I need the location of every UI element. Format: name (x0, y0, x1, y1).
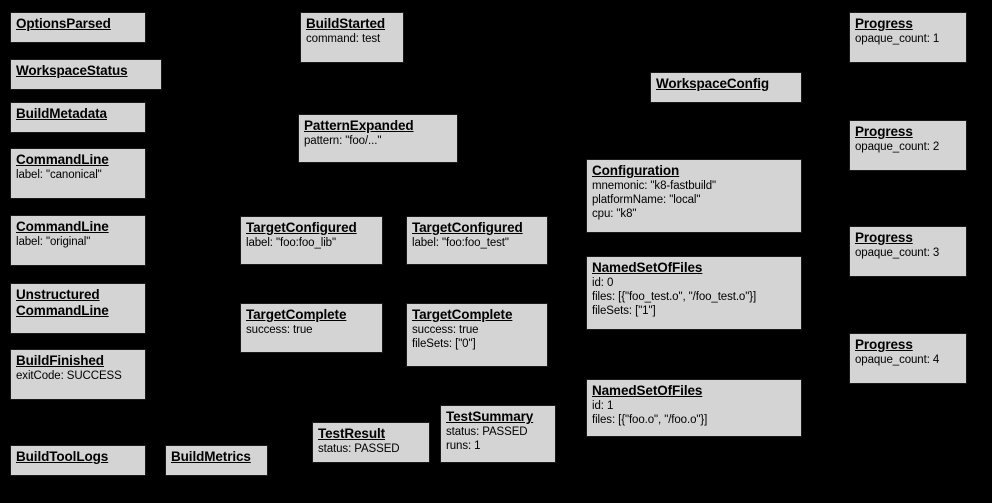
event-node-field: opaque_count: 3 (855, 247, 940, 259)
event-node-title: Progress (855, 16, 913, 31)
event-node-body: label: "foo:foo_lib" (246, 236, 377, 250)
event-node-title: Configuration (592, 163, 680, 178)
event-node-target-configured-foo-lib[interactable]: TargetConfigured label: "foo:foo_lib" (240, 216, 383, 265)
event-node-field: fileSets: ["0"] (412, 338, 476, 350)
event-node-title: BuildToolLogs (16, 449, 109, 464)
event-node-field: mnemonic: "k8-fastbuild" (592, 180, 717, 192)
event-node-field: label: "foo:foo_lib" (246, 237, 336, 249)
event-node-field: id: 1 (592, 400, 614, 412)
event-node-workspace-config[interactable]: WorkspaceConfig (650, 72, 802, 103)
event-node-title: BuildFinished (16, 353, 104, 368)
event-node-title: WorkspaceStatus (16, 63, 128, 78)
event-node-field: command: test (306, 33, 381, 45)
event-node-body: status: PASSED (318, 442, 424, 456)
event-node-test-summary[interactable]: TestSummary status: PASSED runs: 1 (440, 405, 556, 463)
event-node-field: label: "canonical" (16, 169, 102, 181)
event-node-command-line-canonical[interactable]: CommandLine label: "canonical" (10, 148, 146, 199)
event-node-title: BuildMetrics (171, 449, 251, 464)
event-node-test-result[interactable]: TestResult status: PASSED (312, 422, 430, 463)
event-node-progress-4[interactable]: Progress opaque_count: 4 (849, 333, 967, 384)
event-node-build-finished[interactable]: BuildFinished exitCode: SUCCESS (10, 349, 146, 400)
event-node-field: label: "original" (16, 236, 91, 248)
event-node-field: id: 0 (592, 277, 614, 289)
event-node-target-complete-lib[interactable]: TargetComplete success: true (240, 303, 383, 353)
event-node-configuration[interactable]: Configuration mnemonic: "k8-fastbuild" pla… (586, 159, 802, 233)
event-node-body: opaque_count: 2 (855, 140, 961, 154)
event-node-options-parsed[interactable]: OptionsParsed (10, 12, 146, 43)
event-node-field: runs: 1 (446, 440, 481, 452)
event-node-title: BuildStarted (306, 16, 386, 31)
event-node-body: pattern: "foo/..." (304, 134, 452, 148)
event-node-command-line-original[interactable]: CommandLine label: "original" (10, 215, 146, 266)
event-node-title: TargetComplete (412, 307, 513, 322)
event-node-unstructured-command-line[interactable]: Unstructured CommandLine (10, 283, 146, 334)
event-node-field: success: true (246, 324, 313, 336)
event-node-field: status: PASSED (446, 426, 528, 438)
event-node-title: TargetConfigured (412, 220, 523, 235)
event-node-workspace-status[interactable]: WorkspaceStatus (10, 59, 162, 90)
event-node-pattern-expanded[interactable]: PatternExpanded pattern: "foo/..." (298, 114, 458, 163)
event-node-title: TestSummary (446, 409, 534, 424)
event-node-field: platformName: "local" (592, 194, 701, 206)
event-node-build-started[interactable]: BuildStarted command: test (300, 12, 404, 63)
event-node-body: exitCode: SUCCESS (16, 369, 140, 383)
event-node-body: opaque_count: 4 (855, 353, 961, 367)
event-node-title: PatternExpanded (304, 118, 414, 133)
event-node-title: OptionsParsed (16, 16, 111, 31)
event-node-progress-2[interactable]: Progress opaque_count: 2 (849, 120, 967, 171)
event-node-field: label: "foo:foo_test" (412, 237, 509, 249)
event-node-title: NamedSetOfFiles (592, 383, 703, 398)
event-node-title: WorkspaceConfig (656, 76, 770, 91)
event-node-body: command: test (306, 32, 398, 46)
event-node-title: TargetConfigured (246, 220, 357, 235)
event-node-field: pattern: "foo/..." (304, 135, 382, 147)
event-node-field: status: PASSED (318, 443, 400, 455)
event-node-title: Progress (855, 337, 913, 352)
event-node-named-set-of-files-0[interactable]: NamedSetOfFiles id: 0 files: [{"foo_test.o… (586, 256, 802, 330)
event-node-field: exitCode: SUCCESS (16, 370, 122, 382)
event-node-body: status: PASSED runs: 1 (446, 425, 550, 453)
event-node-title: Progress (855, 124, 913, 139)
event-node-build-metadata[interactable]: BuildMetadata (10, 102, 146, 133)
event-node-build-metrics[interactable]: BuildMetrics (165, 445, 268, 476)
event-node-title: TestResult (318, 426, 386, 441)
event-node-field: opaque_count: 4 (855, 354, 940, 366)
event-node-title: CommandLine (16, 152, 109, 167)
event-node-title: Progress (855, 230, 913, 245)
event-node-title: BuildMetadata (16, 106, 107, 121)
event-node-field: files: [{"foo_test.o", "/foo_test.o"}] (592, 291, 757, 303)
event-node-field: fileSets: ["1"] (592, 305, 656, 317)
event-node-field: opaque_count: 1 (855, 33, 940, 45)
event-node-title: CommandLine (16, 219, 109, 234)
event-node-body: opaque_count: 1 (855, 32, 961, 46)
event-node-title: TargetComplete (246, 307, 347, 322)
event-node-body: success: true (246, 323, 377, 337)
event-node-body: label: "foo:foo_test" (412, 236, 542, 250)
event-node-body: success: true fileSets: ["0"] (412, 323, 542, 351)
event-node-body: opaque_count: 3 (855, 246, 961, 260)
event-node-body: mnemonic: "k8-fastbuild" platformName: "l… (592, 179, 796, 221)
event-node-build-tool-logs[interactable]: BuildToolLogs (10, 445, 146, 476)
event-node-title: NamedSetOfFiles (592, 260, 703, 275)
event-node-progress-3[interactable]: Progress opaque_count: 3 (849, 226, 967, 277)
event-node-body: id: 0 files: [{"foo_test.o", "/foo_test.o… (592, 276, 796, 318)
event-node-target-configured-foo-test[interactable]: TargetConfigured label: "foo:foo_test" (406, 216, 548, 265)
event-node-body: label: "original" (16, 235, 140, 249)
event-node-progress-1[interactable]: Progress opaque_count: 1 (849, 12, 967, 63)
event-node-body: id: 1 files: [{"foo.o", "/foo.o"}] (592, 399, 796, 427)
event-node-body: label: "canonical" (16, 168, 140, 182)
event-node-title: Unstructured CommandLine (16, 287, 109, 318)
event-node-target-complete-test[interactable]: TargetComplete success: true fileSets: ["0… (406, 303, 548, 367)
event-node-field: files: [{"foo.o", "/foo.o"}] (592, 414, 708, 426)
event-node-field: opaque_count: 2 (855, 141, 940, 153)
event-node-named-set-of-files-1[interactable]: NamedSetOfFiles id: 1 files: [{"foo.o", "/… (586, 379, 802, 437)
event-node-field: success: true (412, 324, 479, 336)
event-node-field: cpu: "k8" (592, 208, 637, 220)
